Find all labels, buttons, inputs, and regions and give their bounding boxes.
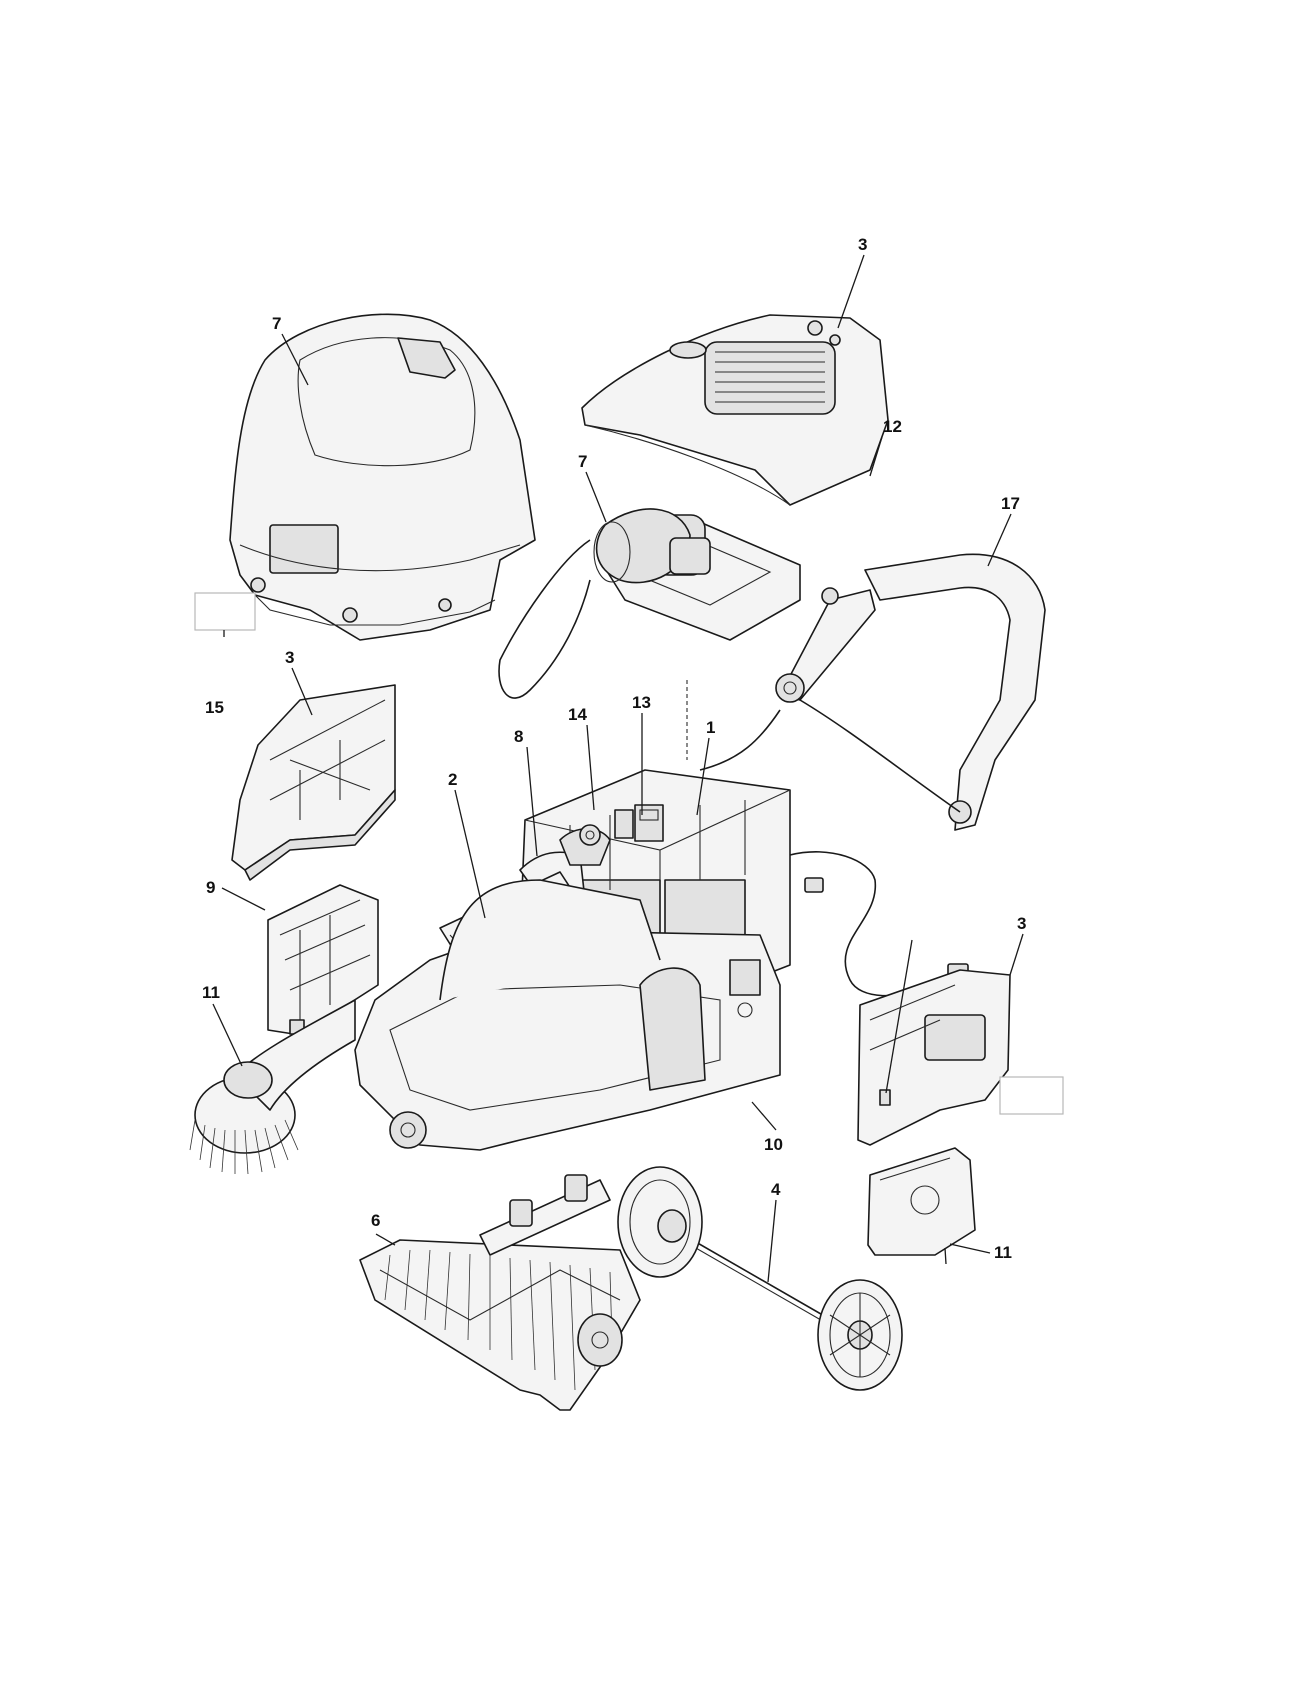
- callout-12: 12: [883, 417, 902, 436]
- handle-assembly: [699, 553, 1046, 831]
- callout-3-left: 3: [285, 648, 294, 667]
- left-side-panel: [231, 684, 396, 881]
- callout-17: 17: [1001, 494, 1020, 513]
- label-sticker-right: [999, 1076, 1064, 1115]
- right-side-panel: [857, 969, 1011, 1146]
- debris-hopper: [229, 313, 536, 641]
- hose-connector: [579, 824, 601, 846]
- motor-gear-assembly: [498, 508, 801, 699]
- callout-14: 13: [632, 693, 651, 712]
- callout-4: 4: [771, 1180, 781, 1199]
- main-roller-brush: [359, 1174, 641, 1411]
- callout-6: 6: [371, 1211, 380, 1230]
- callout-16: 15: [205, 698, 224, 717]
- callout-13: 11: [202, 983, 220, 1002]
- callout-5: 7: [578, 452, 587, 471]
- electronics-module: [614, 804, 664, 842]
- callout-10: 10: [764, 1135, 783, 1154]
- bracket-plate: [267, 884, 379, 1036]
- top-cover-control-panel: [581, 314, 889, 506]
- callout-7: 7: [272, 314, 281, 333]
- callout-15: 14: [568, 705, 587, 724]
- leader-lines: [212, 254, 1024, 1283]
- callout-1: 1: [706, 718, 715, 737]
- callout-3-right: 3: [1017, 914, 1026, 933]
- callout-2: 2: [448, 770, 457, 789]
- label-sticker: [194, 592, 256, 631]
- rear-cover: [867, 1147, 976, 1256]
- wheel-axle-assembly: [617, 1166, 903, 1391]
- callout-labels: 7 3 7 17 15 3 14 13 1 8 2 12 9 11 10 3 1…: [202, 235, 1026, 1262]
- callout-11: 11: [994, 1243, 1012, 1262]
- charging-cable: [789, 851, 969, 997]
- side-brush: [189, 999, 356, 1175]
- callout-9: 9: [206, 878, 215, 897]
- callout-8: 8: [514, 727, 523, 746]
- callout-3-top: 3: [858, 235, 867, 254]
- filter-assembly: [439, 871, 661, 1001]
